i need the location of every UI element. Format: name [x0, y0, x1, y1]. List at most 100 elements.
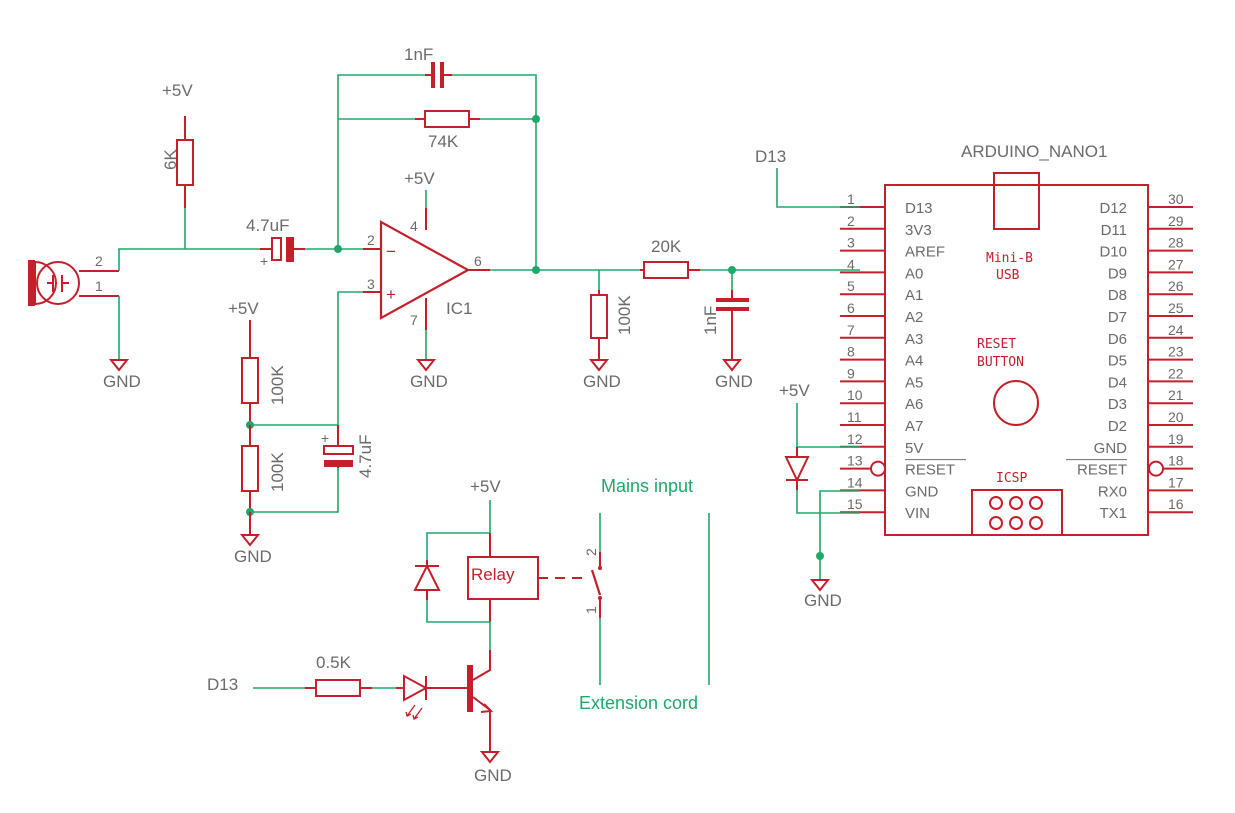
pin-number: 10: [847, 387, 863, 403]
arduino-left-pins: 1D1323V33AREF4A05A16A27A38A49A510A611A71…: [840, 191, 966, 522]
pin-number: 22: [1168, 365, 1184, 381]
pin-number: 26: [1168, 278, 1184, 294]
pin-name: D2: [1108, 418, 1127, 435]
pin-number: 9: [847, 365, 855, 381]
pin-name: A7: [905, 418, 923, 435]
pin-name: TX1: [1099, 505, 1127, 522]
pin-name: A0: [905, 265, 923, 282]
resistor-led-label: 0.5K: [316, 653, 352, 672]
gnd-symbol: [809, 579, 831, 592]
pin-number: 14: [847, 474, 863, 490]
vcc-label-arduino: +5V: [779, 381, 810, 400]
pin-number: 15: [847, 496, 863, 512]
gnd-symbol: [721, 359, 743, 372]
relay-label: Relay: [471, 565, 515, 584]
mains-switch: [590, 552, 602, 618]
vcc-label-opamp: +5V: [404, 169, 435, 188]
opamp-minus: −: [386, 242, 396, 261]
usb-connector: [993, 172, 1040, 230]
opamp-pin-6: 6: [474, 253, 482, 269]
microphone: [28, 260, 119, 306]
mains-input-label: Mains input: [601, 476, 693, 496]
junction: [532, 115, 540, 123]
capacitor-divider: [323, 425, 354, 468]
vcc-label-divider: +5V: [228, 299, 259, 318]
gnd-symbol: [108, 359, 130, 372]
opamp-pin-4: 4: [410, 218, 418, 234]
gnd-label-opamp: GND: [410, 372, 448, 391]
resistor-output-load-label: 100K: [615, 295, 634, 335]
resistor-output-load: [590, 294, 608, 339]
reset-label-1: RESET: [977, 337, 1016, 352]
pin-number: 12: [847, 431, 863, 447]
pin-name: 3V3: [905, 222, 932, 239]
resistor-series: [643, 261, 689, 279]
pin-name: D11: [1101, 222, 1127, 239]
resistor-feedback-label: 74K: [428, 132, 459, 151]
pin-name: A5: [905, 374, 923, 391]
junction: [816, 552, 824, 560]
capacitor-filter-label: 1nF: [701, 306, 720, 335]
pin-number: 3: [847, 235, 855, 251]
pin-number: 25: [1168, 300, 1184, 316]
switch-pin-1: 1: [583, 606, 599, 614]
usb-label-1: Mini-B: [986, 251, 1033, 266]
pin-number: 2: [847, 213, 855, 229]
pin-name: D10: [1099, 244, 1127, 261]
arduino-pin-left: 6A2: [840, 300, 923, 326]
pin-number: 30: [1168, 191, 1184, 207]
pin-name: GND: [905, 483, 939, 500]
pin-name: RX0: [1098, 483, 1127, 500]
pin-name: D13: [905, 200, 933, 217]
reset-button: [993, 380, 1039, 426]
mic-pin-1: 1: [95, 278, 103, 294]
icsp-header: [971, 489, 1063, 536]
gnd-symbol: [479, 751, 501, 764]
pin-name: GND: [1094, 440, 1128, 457]
capacitor-divider-plus: +: [321, 430, 329, 446]
diode-flyback: [413, 560, 441, 600]
pin-number: 5: [847, 278, 855, 294]
pin-name: A1: [905, 287, 923, 304]
resistor-divider-bottom: [241, 445, 259, 492]
opamp: [363, 208, 490, 330]
extension-cord-label: Extension cord: [579, 693, 698, 713]
pin-name: D4: [1108, 374, 1127, 391]
pin-name: RESET: [905, 462, 955, 479]
opamp-pin-7: 7: [410, 312, 418, 328]
pin-number: 16: [1168, 496, 1184, 512]
junction: [532, 266, 540, 274]
opamp-pin-3: 3: [367, 276, 375, 292]
icsp-label: ICSP: [996, 471, 1027, 486]
pin-name: AREF: [905, 244, 945, 261]
capacitor-filter: [716, 290, 749, 360]
led: [396, 674, 467, 720]
pin-number: 13: [847, 453, 863, 469]
d13-label-driver: D13: [207, 675, 238, 694]
pin-name: A4: [905, 353, 923, 370]
arduino-right-pins: 30D1229D1128D1027D926D825D724D623D522D42…: [1066, 191, 1193, 522]
pin-name: 5V: [905, 440, 923, 457]
gnd-label-relay: GND: [474, 766, 512, 785]
resistor-feedback: [424, 110, 470, 128]
pin-number: 8: [847, 344, 855, 360]
arduino-pin-left: 5A1: [840, 278, 923, 304]
inverted-bubble: [1148, 460, 1164, 477]
opamp-plus: +: [386, 285, 396, 304]
resistor-6k-label: 6K: [161, 149, 180, 170]
